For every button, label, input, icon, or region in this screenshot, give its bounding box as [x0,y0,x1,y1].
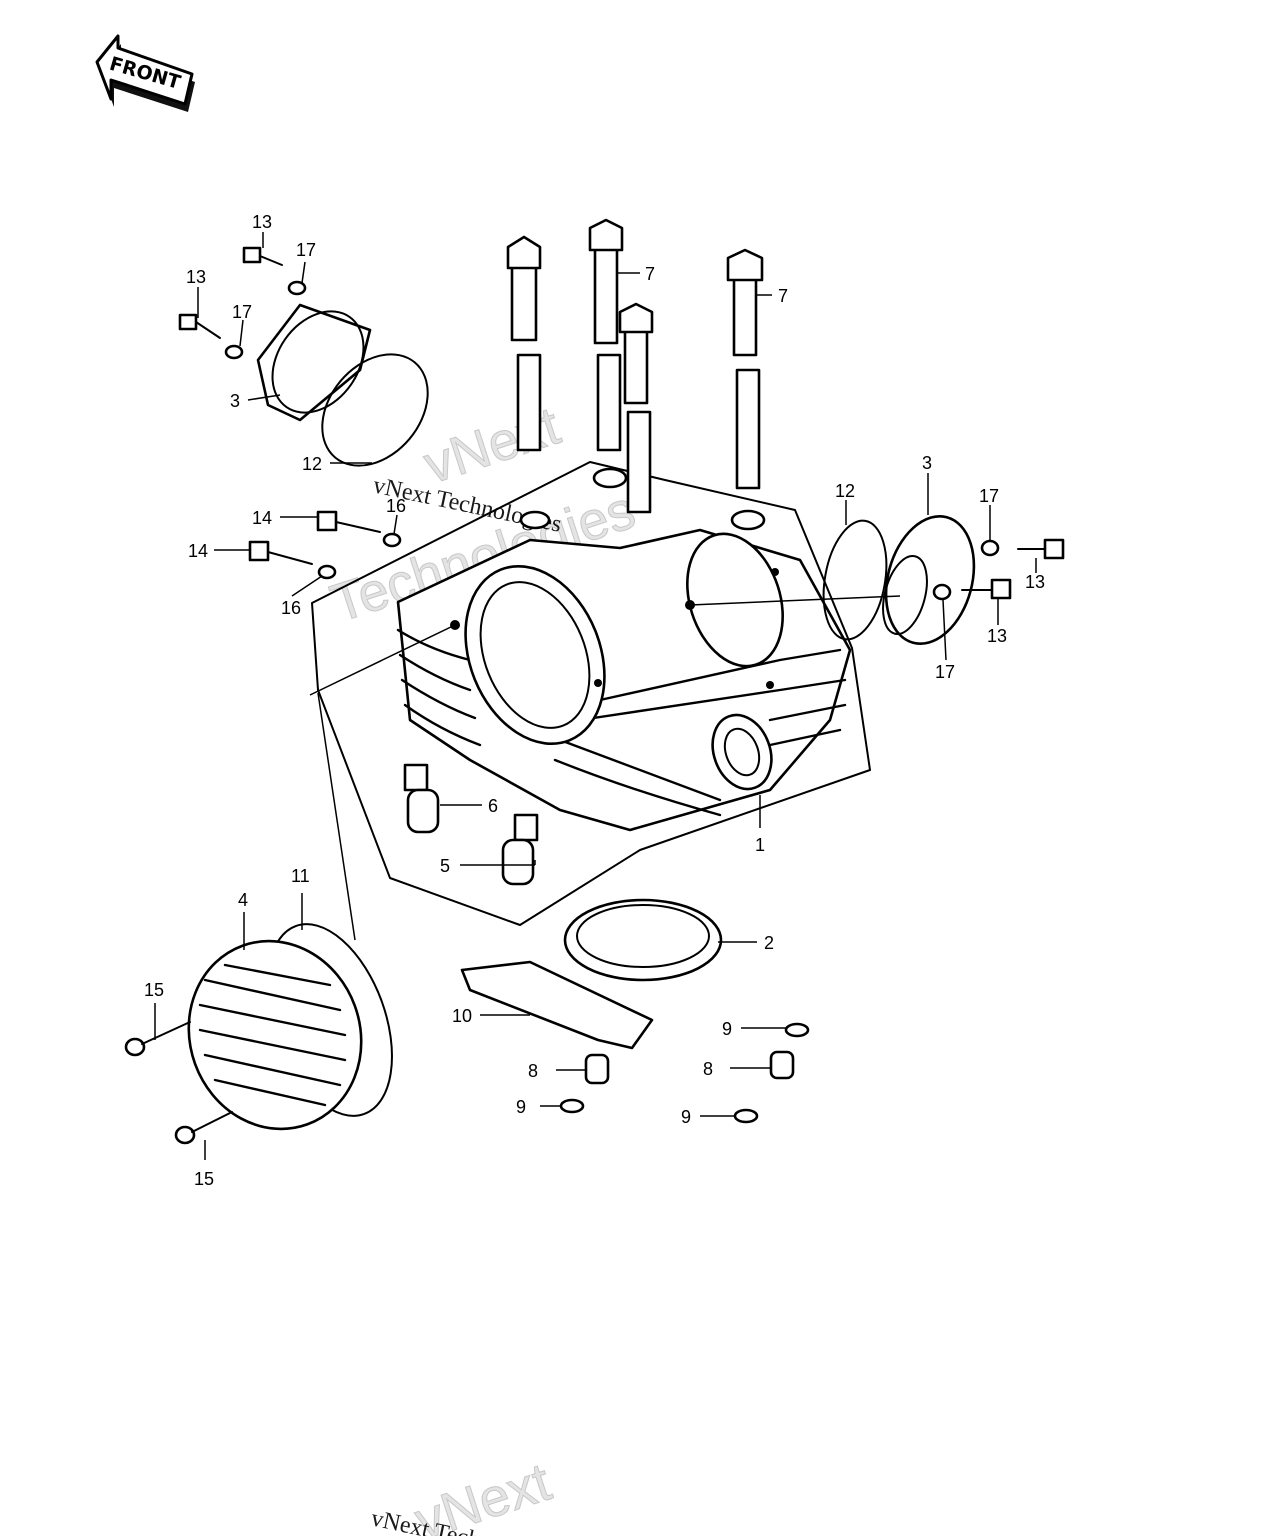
callout-12-b: 12 [835,481,855,501]
washer-17-d [932,583,952,601]
callout-7-b: 7 [778,286,788,306]
o-ring-left [321,353,429,467]
washer-16-b [317,564,337,580]
bolt-14-b [248,540,313,565]
bolt-15-a [124,1021,191,1057]
bolt-13-d [961,578,1012,600]
callout-9-b: 9 [516,1097,526,1117]
callout-3-left: 3 [230,391,240,411]
watermark-bottom: vNext vNext Technologies [369,1451,562,1536]
callout-13-d: 13 [987,626,1007,646]
callout-15-a: 15 [144,980,164,1000]
washer-17-b [224,344,244,360]
callout-17-d: 17 [935,662,955,682]
callout-13-b: 13 [186,267,206,287]
callouts: 1 2 3 3 4 5 6 7 7 8 8 9 9 9 10 11 12 12 … [144,212,1045,1189]
washer-17-c [980,539,1000,557]
callout-8-b: 8 [703,1059,713,1079]
callout-3-right: 3 [922,453,932,473]
callout-7-a: 7 [645,264,655,284]
callout-14-a: 14 [252,508,272,528]
valve-guide-5 [501,813,539,886]
callout-16-b: 16 [281,598,301,618]
cylinder-head [396,467,852,832]
head-bolt-4 [726,248,764,490]
callout-4: 4 [238,890,248,910]
washer-2 [559,1098,585,1114]
callout-17-c: 17 [979,486,999,506]
callout-9-c: 9 [681,1107,691,1127]
callout-2: 2 [764,933,774,953]
washer-16-a [382,532,402,548]
washer-17-a [287,280,307,296]
washer-3 [733,1108,759,1124]
callout-17-a: 17 [296,240,316,260]
bolt-13-b [178,313,221,339]
valve-guide-6 [403,763,440,834]
head-gasket [563,898,723,982]
callout-11: 11 [291,866,310,886]
head-bolt-2 [588,218,624,452]
callout-6: 6 [488,796,498,816]
callout-9-a: 9 [722,1019,732,1039]
callout-1: 1 [755,835,765,855]
dowel-1 [584,1053,610,1085]
callout-12-a: 12 [302,454,322,474]
tappet-cap-left [256,303,372,422]
bolt-15-b [174,1111,233,1145]
watermark-text-vnext: vNext [417,396,567,496]
leader-lines [154,232,1037,1160]
head-bolt-3 [618,302,654,514]
callout-16-a: 16 [386,496,406,516]
washer-1 [784,1022,810,1038]
tappet-cap-right [882,514,976,646]
callout-17-b: 17 [232,302,252,322]
side-cover [187,923,393,1131]
head-bolt-1 [506,235,542,452]
callout-5: 5 [440,856,450,876]
callout-13-c: 13 [1025,572,1045,592]
callout-14-b: 14 [188,541,208,561]
bolt-14-a [316,510,381,533]
o-ring-right [822,519,888,641]
dowel-2 [769,1050,795,1080]
callout-15-b: 15 [194,1169,214,1189]
front-arrow-icon: FRONT [95,34,195,112]
bolt-13-c [1017,538,1065,560]
callout-8-a: 8 [528,1061,538,1081]
callout-13-a: 13 [252,212,272,232]
callout-10: 10 [452,1006,472,1026]
gasket-plate [460,960,654,1050]
bolt-13-a [242,246,283,266]
